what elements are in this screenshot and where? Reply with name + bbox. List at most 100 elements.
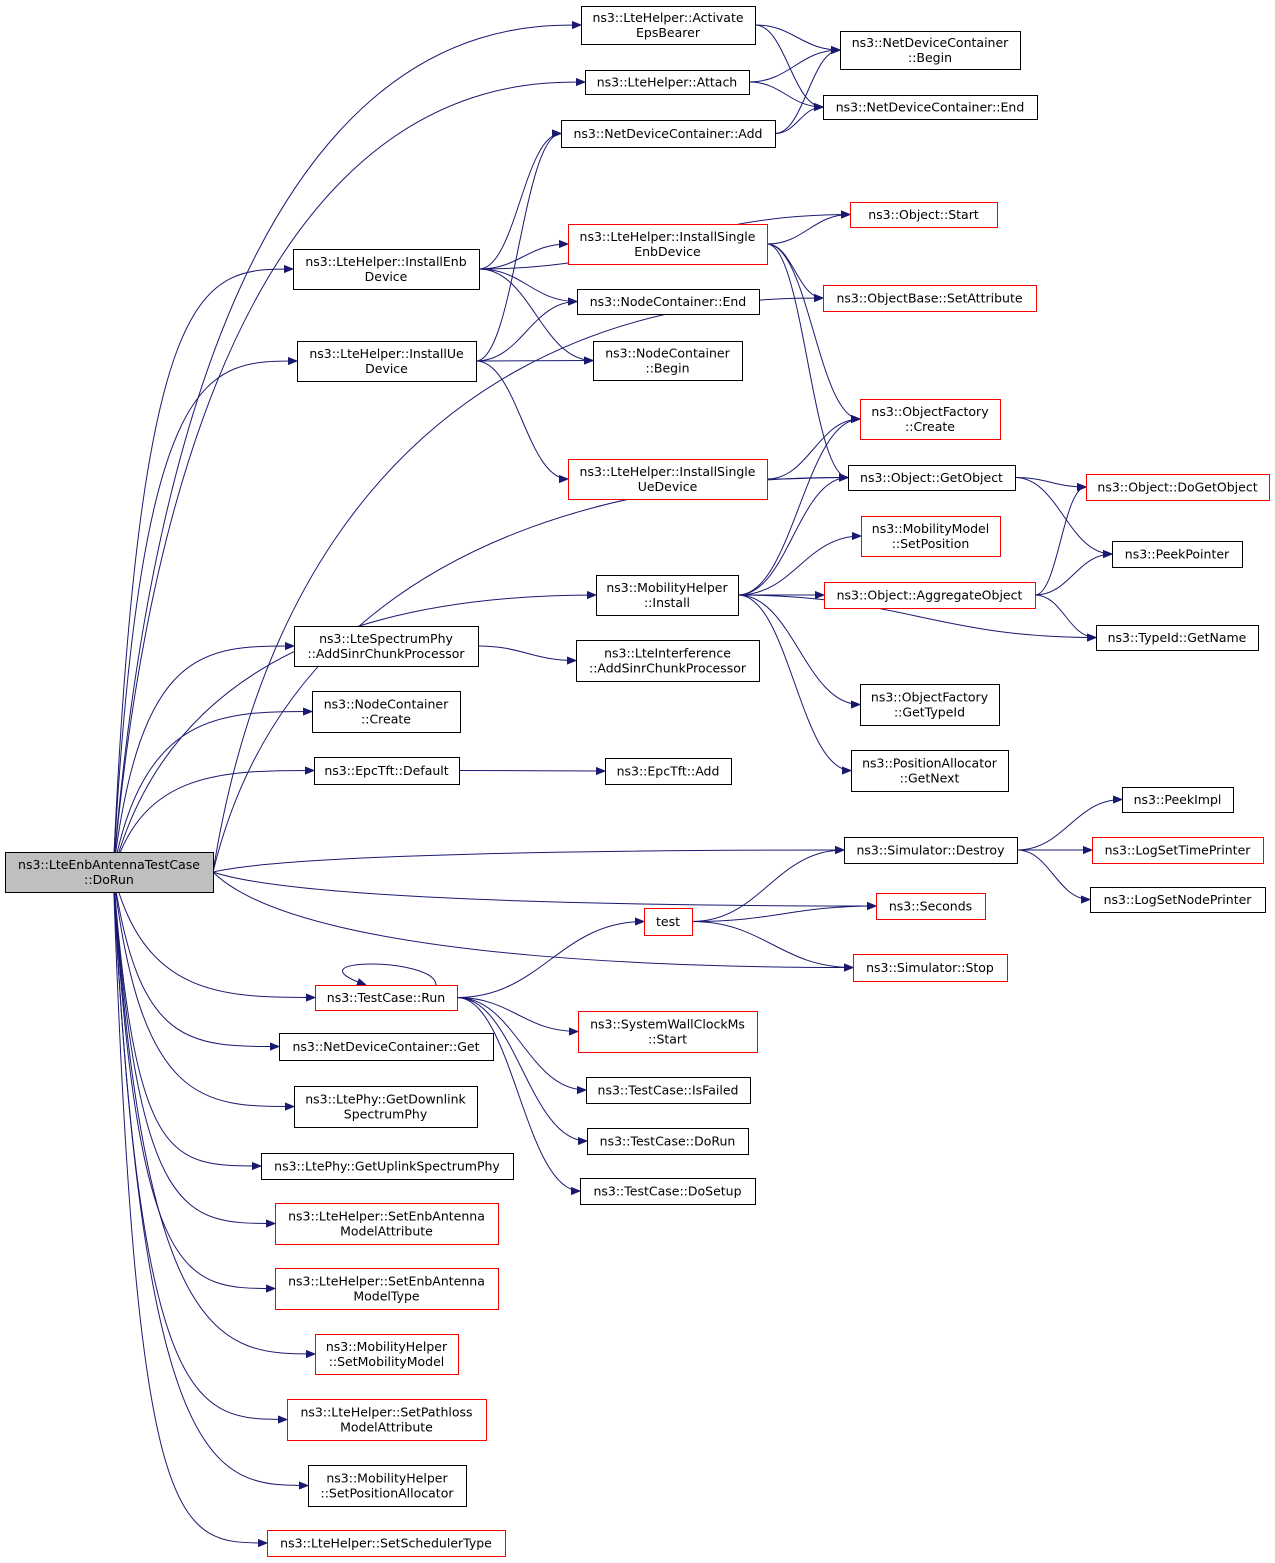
call-edge-installUe-to-installSingleUe: [475, 360, 568, 479]
function-node-addSinrPhy[interactable]: ns3::LteSpectrumPhy::AddSinrChunkProcess…: [294, 626, 479, 667]
function-node-setPosAlloc[interactable]: ns3::MobilityHelper::SetPositionAllocato…: [308, 1465, 467, 1507]
function-node-tftDefault[interactable]: ns3::EpcTft::Default: [314, 757, 460, 785]
call-edge-tcRun-to-tcDoRun: [456, 997, 587, 1142]
function-node-aggObj[interactable]: ns3::Object::AggregateObject: [824, 582, 1036, 609]
function-node-label: ns3::LtePhy::GetUplinkSpectrumPhy: [274, 1159, 500, 1174]
function-node-box: [860, 399, 1001, 440]
function-node-peekPointer[interactable]: ns3::PeekPointer: [1112, 541, 1243, 568]
call-edge-root-to-setEnbAntAttr: [112, 871, 275, 1224]
call-edge-root-to-simStop: [212, 871, 853, 968]
function-node-ncBegin[interactable]: ns3::NodeContainer::Begin: [593, 341, 743, 381]
call-edge-root-to-tftDefault: [112, 771, 314, 873]
function-node-label: ns3::LteHelper::SetEnbAntenna: [288, 1274, 485, 1289]
function-node-test[interactable]: test: [644, 908, 693, 936]
call-edge-tcRun-to-swcStart: [456, 997, 578, 1032]
function-node-seconds[interactable]: ns3::Seconds: [876, 893, 986, 920]
function-node-getName[interactable]: ns3::TypeId::GetName: [1096, 625, 1259, 651]
function-node-ofGetTypeId[interactable]: ns3::ObjectFactory::GetTypeId: [860, 684, 1000, 726]
function-node-tcRun[interactable]: ns3::TestCase::Run: [315, 985, 458, 1011]
function-node-box: [314, 757, 460, 785]
function-node-setSched[interactable]: ns3::LteHelper::SetSchedulerType: [267, 1530, 506, 1557]
function-node-label: Device: [365, 361, 408, 376]
call-edge-addSinrPhy-to-addSinrInt: [477, 645, 576, 661]
function-node-tcDoRun[interactable]: ns3::TestCase::DoRun: [587, 1128, 749, 1155]
function-node-label: ns3::PositionAllocator: [862, 756, 998, 771]
function-node-box: [876, 893, 986, 920]
function-node-label: ::DoRun: [84, 872, 134, 887]
function-node-ndcGet[interactable]: ns3::NetDeviceContainer::Get: [279, 1033, 494, 1061]
function-node-root[interactable]: ns3::LteEnbAntennaTestCase::DoRun: [5, 852, 214, 893]
function-node-setMobModel[interactable]: ns3::MobilityHelper::SetMobilityModel: [315, 1334, 459, 1375]
function-node-label: ::GetTypeId: [894, 705, 965, 720]
function-node-ncEnd[interactable]: ns3::NodeContainer::End: [577, 289, 760, 315]
function-node-ncCreate[interactable]: ns3::NodeContainer::Create: [312, 691, 461, 733]
function-node-addSinrInt[interactable]: ns3::LteInterference::AddSinrChunkProces…: [576, 640, 760, 682]
function-node-ndcBegin[interactable]: ns3::NetDeviceContainer::Begin: [840, 31, 1021, 70]
call-edge-root-to-seconds: [212, 871, 876, 906]
function-node-setPathloss[interactable]: ns3::LteHelper::SetPathlossModelAttribut…: [287, 1399, 487, 1441]
function-node-simDestroy[interactable]: ns3::Simulator::Destroy: [844, 837, 1018, 864]
function-node-label: ns3::NetDeviceContainer::End: [836, 100, 1025, 115]
function-node-label: ::Install: [644, 595, 690, 610]
function-node-objStart[interactable]: ns3::Object::Start: [850, 202, 998, 228]
function-node-ndcAdd[interactable]: ns3::NetDeviceContainer::Add: [561, 120, 776, 148]
function-node-label: ns3::ObjectFactory: [871, 404, 989, 419]
call-edge-simDestroy-to-logNode: [1016, 849, 1090, 900]
function-node-logTime[interactable]: ns3::LogSetTimePrinter: [1092, 837, 1264, 864]
function-node-label: ns3::TestCase::Run: [327, 990, 445, 1005]
function-node-label: ns3::LteInterference: [604, 646, 731, 661]
function-node-label: EpsBearer: [636, 25, 701, 40]
function-node-label: ns3::NodeContainer: [605, 346, 730, 361]
function-node-tftAdd[interactable]: ns3::EpcTft::Add: [605, 758, 732, 785]
function-node-box: [605, 758, 732, 785]
call-edge-root-to-setMobModel: [112, 871, 315, 1354]
function-node-label: ::AddSinrChunkProcessor: [307, 646, 465, 661]
call-edge-installSingleUe-to-getObject: [766, 478, 848, 480]
function-node-box: [261, 1153, 514, 1180]
function-node-box: [279, 1033, 494, 1061]
function-node-ofCreate[interactable]: ns3::ObjectFactory::Create: [860, 399, 1001, 440]
function-node-label: ns3::NetDeviceContainer: [852, 35, 1009, 50]
call-edge-attach-to-ndcBegin: [748, 50, 840, 83]
function-node-tcDoSetup[interactable]: ns3::TestCase::DoSetup: [580, 1178, 756, 1205]
call-edge-aggObj-to-doGetObject: [1034, 487, 1087, 596]
function-node-ndcEnd[interactable]: ns3::NetDeviceContainer::End: [823, 95, 1038, 120]
function-node-setEnbAntAttr[interactable]: ns3::LteHelper::SetEnbAntennaModelAttrib…: [275, 1203, 499, 1245]
function-node-box: [593, 341, 743, 381]
function-node-peekImpl[interactable]: ns3::PeekImpl: [1122, 787, 1234, 813]
function-node-box: [850, 202, 998, 228]
function-node-label: ns3::EpcTft::Default: [324, 763, 448, 778]
function-node-getUlPhy[interactable]: ns3::LtePhy::GetUplinkSpectrumPhy: [261, 1153, 514, 1180]
call-edge-mhInstall-to-getObject: [737, 478, 848, 596]
function-node-simStop[interactable]: ns3::Simulator::Stop: [853, 954, 1008, 982]
function-node-box: [568, 459, 768, 500]
call-edges: [112, 25, 1122, 1543]
call-edge-installEnb-to-ndcAdd: [478, 134, 561, 270]
function-node-tcIsFailed[interactable]: ns3::TestCase::IsFailed: [586, 1077, 751, 1104]
function-node-logNode[interactable]: ns3::LogSetNodePrinter: [1090, 887, 1266, 913]
function-node-mmSetPos[interactable]: ns3::MobilityModel::SetPosition: [861, 516, 1001, 557]
function-node-label: ns3::LogSetNodePrinter: [1104, 892, 1253, 907]
function-node-getObject[interactable]: ns3::Object::GetObject: [848, 465, 1016, 491]
function-node-box: [294, 626, 479, 667]
function-node-mhInstall[interactable]: ns3::MobilityHelper::Install: [596, 575, 739, 616]
call-edge-root-to-setPosAlloc: [112, 871, 308, 1486]
function-node-swcStart[interactable]: ns3::SystemWallClockMs::Start: [578, 1011, 758, 1053]
function-node-attach[interactable]: ns3::LteHelper::Attach: [585, 70, 750, 95]
function-node-box: [848, 465, 1016, 491]
call-edge-root-to-installEnb: [112, 269, 293, 873]
function-node-paGetNext[interactable]: ns3::PositionAllocator::GetNext: [851, 750, 1009, 792]
function-node-label: ::Create: [361, 712, 411, 727]
function-node-doGetObject[interactable]: ns3::Object::DoGetObject: [1086, 474, 1270, 501]
function-node-label: ::AddSinrChunkProcessor: [589, 661, 747, 676]
function-node-box: [568, 224, 768, 265]
function-node-setAttr[interactable]: ns3::ObjectBase::SetAttribute: [823, 285, 1037, 312]
function-node-box: [577, 289, 760, 315]
